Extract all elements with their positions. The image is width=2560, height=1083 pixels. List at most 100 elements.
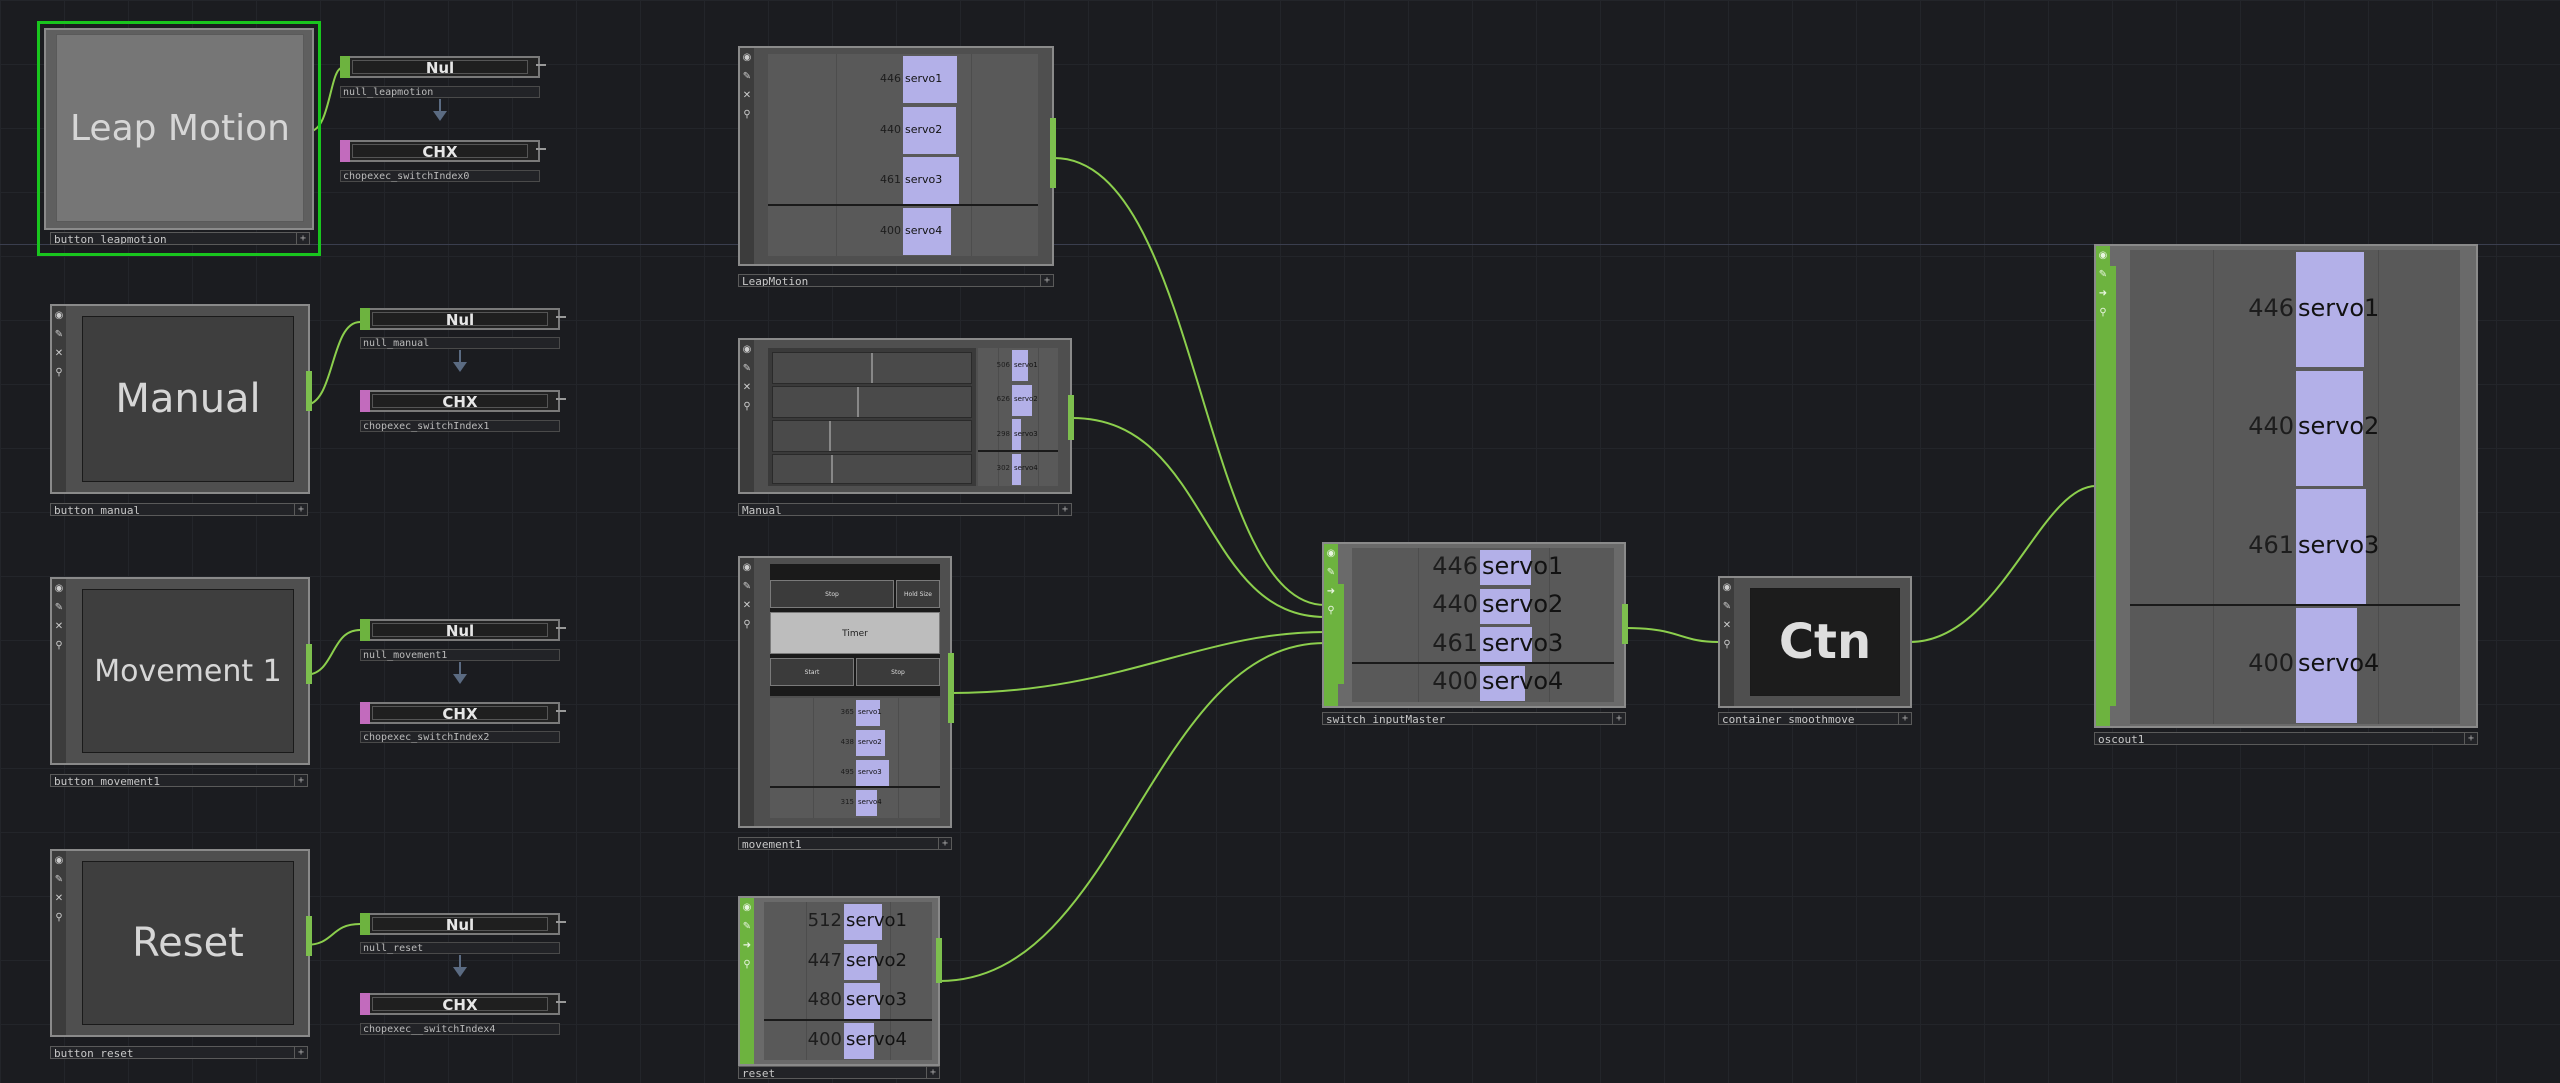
toggle-icon[interactable]: ◉	[742, 562, 752, 573]
dat-connector[interactable]	[340, 140, 350, 162]
link-icon[interactable]: ⚲	[55, 640, 63, 651]
button-reset-frame[interactable]: ◉ ✎ ✕ ⚲ Reset	[50, 849, 312, 1037]
output-connector[interactable]	[306, 644, 312, 684]
flag-icon[interactable]: +	[2464, 733, 2477, 744]
pick-icon[interactable]: ✎	[742, 71, 752, 82]
button-reset-label[interactable]: button_reset+	[50, 1046, 308, 1059]
pick-icon[interactable]: ✎	[54, 874, 64, 885]
link-icon[interactable]: ⚲	[743, 109, 751, 120]
leapmotion-label[interactable]: LeapMotion+	[738, 274, 1054, 287]
null-movement1-label[interactable]: null_movement1	[360, 649, 560, 661]
pick-icon[interactable]: ✎	[742, 581, 752, 592]
output-connector[interactable]	[556, 710, 566, 712]
flag-icon[interactable]: +	[294, 504, 307, 515]
output-connector[interactable]	[936, 938, 942, 983]
toggle-icon[interactable]: ◉	[742, 902, 752, 913]
input-connector[interactable]	[360, 308, 370, 330]
link-icon[interactable]: ⚲	[55, 912, 63, 923]
stop-button[interactable]: Stop	[770, 580, 894, 608]
link-icon[interactable]: ⚲	[1327, 605, 1335, 616]
output-connector[interactable]	[1068, 395, 1074, 440]
output-connector[interactable]	[556, 398, 566, 400]
output-connector[interactable]	[536, 148, 546, 150]
button-manual-label[interactable]: button_manual+	[50, 503, 308, 516]
button-reset-face[interactable]: Reset	[82, 861, 294, 1025]
null-reset-label[interactable]: null_reset	[360, 942, 560, 954]
start-button[interactable]: Start	[770, 658, 854, 686]
toggle-icon[interactable]: ◉	[2098, 250, 2108, 261]
pick-icon[interactable]: ✎	[54, 602, 64, 613]
dat-connector[interactable]	[360, 993, 370, 1015]
movement1-frame[interactable]: ◉ ✎ ✕ ⚲ Stop Hold Size Timer Start Stop …	[738, 556, 954, 828]
output-connector[interactable]	[556, 316, 566, 318]
chopexec-0-tile[interactable]: CHX	[340, 140, 546, 162]
toggle-icon[interactable]: ◉	[54, 310, 64, 321]
pick-icon[interactable]: ✎	[54, 329, 64, 340]
close-icon[interactable]: ✕	[54, 348, 64, 359]
toggle-icon[interactable]: ◉	[1326, 548, 1336, 559]
flag-icon[interactable]: +	[1898, 713, 1911, 724]
output-connector[interactable]	[948, 653, 954, 723]
slider-area[interactable]	[768, 348, 976, 486]
link-icon[interactable]: ⚲	[55, 367, 63, 378]
input-connector[interactable]	[2110, 266, 2116, 706]
button-leapmotion-label[interactable]: button_leapmotion+	[50, 232, 310, 245]
output-connector[interactable]	[536, 64, 546, 66]
output-connector[interactable]	[1622, 604, 1628, 644]
output-connector[interactable]	[556, 921, 566, 923]
null-movement1-tile[interactable]: Nul	[360, 619, 566, 641]
toggle-icon[interactable]: ◉	[54, 583, 64, 594]
toggle-icon[interactable]: ◉	[54, 855, 64, 866]
input-connector[interactable]	[1338, 584, 1344, 684]
link-icon[interactable]: ⚲	[743, 619, 751, 630]
slider-servo1[interactable]	[772, 352, 972, 384]
arrow-icon[interactable]: ➜	[742, 940, 752, 951]
pick-icon[interactable]: ✎	[2098, 269, 2108, 280]
hold-size-button[interactable]: Hold Size	[896, 580, 940, 608]
output-connector[interactable]	[306, 371, 312, 411]
output-connector[interactable]	[1050, 118, 1056, 188]
output-connector[interactable]	[556, 1001, 566, 1003]
flag-icon[interactable]: +	[1058, 504, 1071, 515]
link-icon[interactable]: ⚲	[743, 401, 751, 412]
chopexec-1-label[interactable]: chopexec_switchIndex1	[360, 420, 560, 432]
toggle-icon[interactable]: ◉	[742, 52, 752, 63]
pick-icon[interactable]: ✎	[1722, 601, 1732, 612]
flag-icon[interactable]: +	[938, 838, 951, 849]
button-leapmotion-frame[interactable]: Leap Motion	[44, 28, 314, 230]
null-leapmotion-label[interactable]: null_leapmotion	[340, 86, 540, 98]
close-icon[interactable]: ✕	[742, 600, 752, 611]
oscout1-label[interactable]: oscout1+	[2094, 732, 2478, 745]
dat-connector[interactable]	[360, 702, 370, 724]
flag-icon[interactable]: +	[1040, 275, 1053, 286]
button-leapmotion-face[interactable]: Leap Motion	[56, 34, 304, 222]
arrow-icon[interactable]: ➜	[1326, 586, 1336, 597]
toggle-icon[interactable]: ◉	[742, 344, 752, 355]
switch-inputmaster-label[interactable]: switch_inputMaster+	[1322, 712, 1626, 725]
container-smoothmove-frame[interactable]: ◉ ✎ ✕ ⚲ Ctn	[1718, 576, 1912, 708]
pick-icon[interactable]: ✎	[1326, 567, 1336, 578]
slider-servo2[interactable]	[772, 386, 972, 418]
toggle-icon[interactable]: ◉	[1722, 582, 1732, 593]
manual-label[interactable]: Manual+	[738, 503, 1072, 516]
link-icon[interactable]: ⚲	[1723, 639, 1731, 650]
link-icon[interactable]: ⚲	[2099, 307, 2107, 318]
chopexec-4-label[interactable]: chopexec__switchIndex4	[360, 1023, 560, 1035]
close-icon[interactable]: ✕	[742, 90, 752, 101]
movement1-label[interactable]: movement1+	[738, 837, 952, 850]
null-manual-label[interactable]: null_manual	[360, 337, 560, 349]
chopexec-2-tile[interactable]: CHX	[360, 702, 566, 724]
container-smoothmove-label[interactable]: container_smoothmove+	[1718, 712, 1912, 725]
button-movement1-frame[interactable]: ◉ ✎ ✕ ⚲ Movement 1	[50, 577, 312, 765]
pick-icon[interactable]: ✎	[742, 921, 752, 932]
chopexec-1-tile[interactable]: CHX	[360, 390, 566, 412]
input-connector[interactable]	[360, 913, 370, 935]
chopexec-0-label[interactable]: chopexec_switchIndex0	[340, 170, 540, 182]
button-manual-face[interactable]: Manual	[82, 316, 294, 482]
